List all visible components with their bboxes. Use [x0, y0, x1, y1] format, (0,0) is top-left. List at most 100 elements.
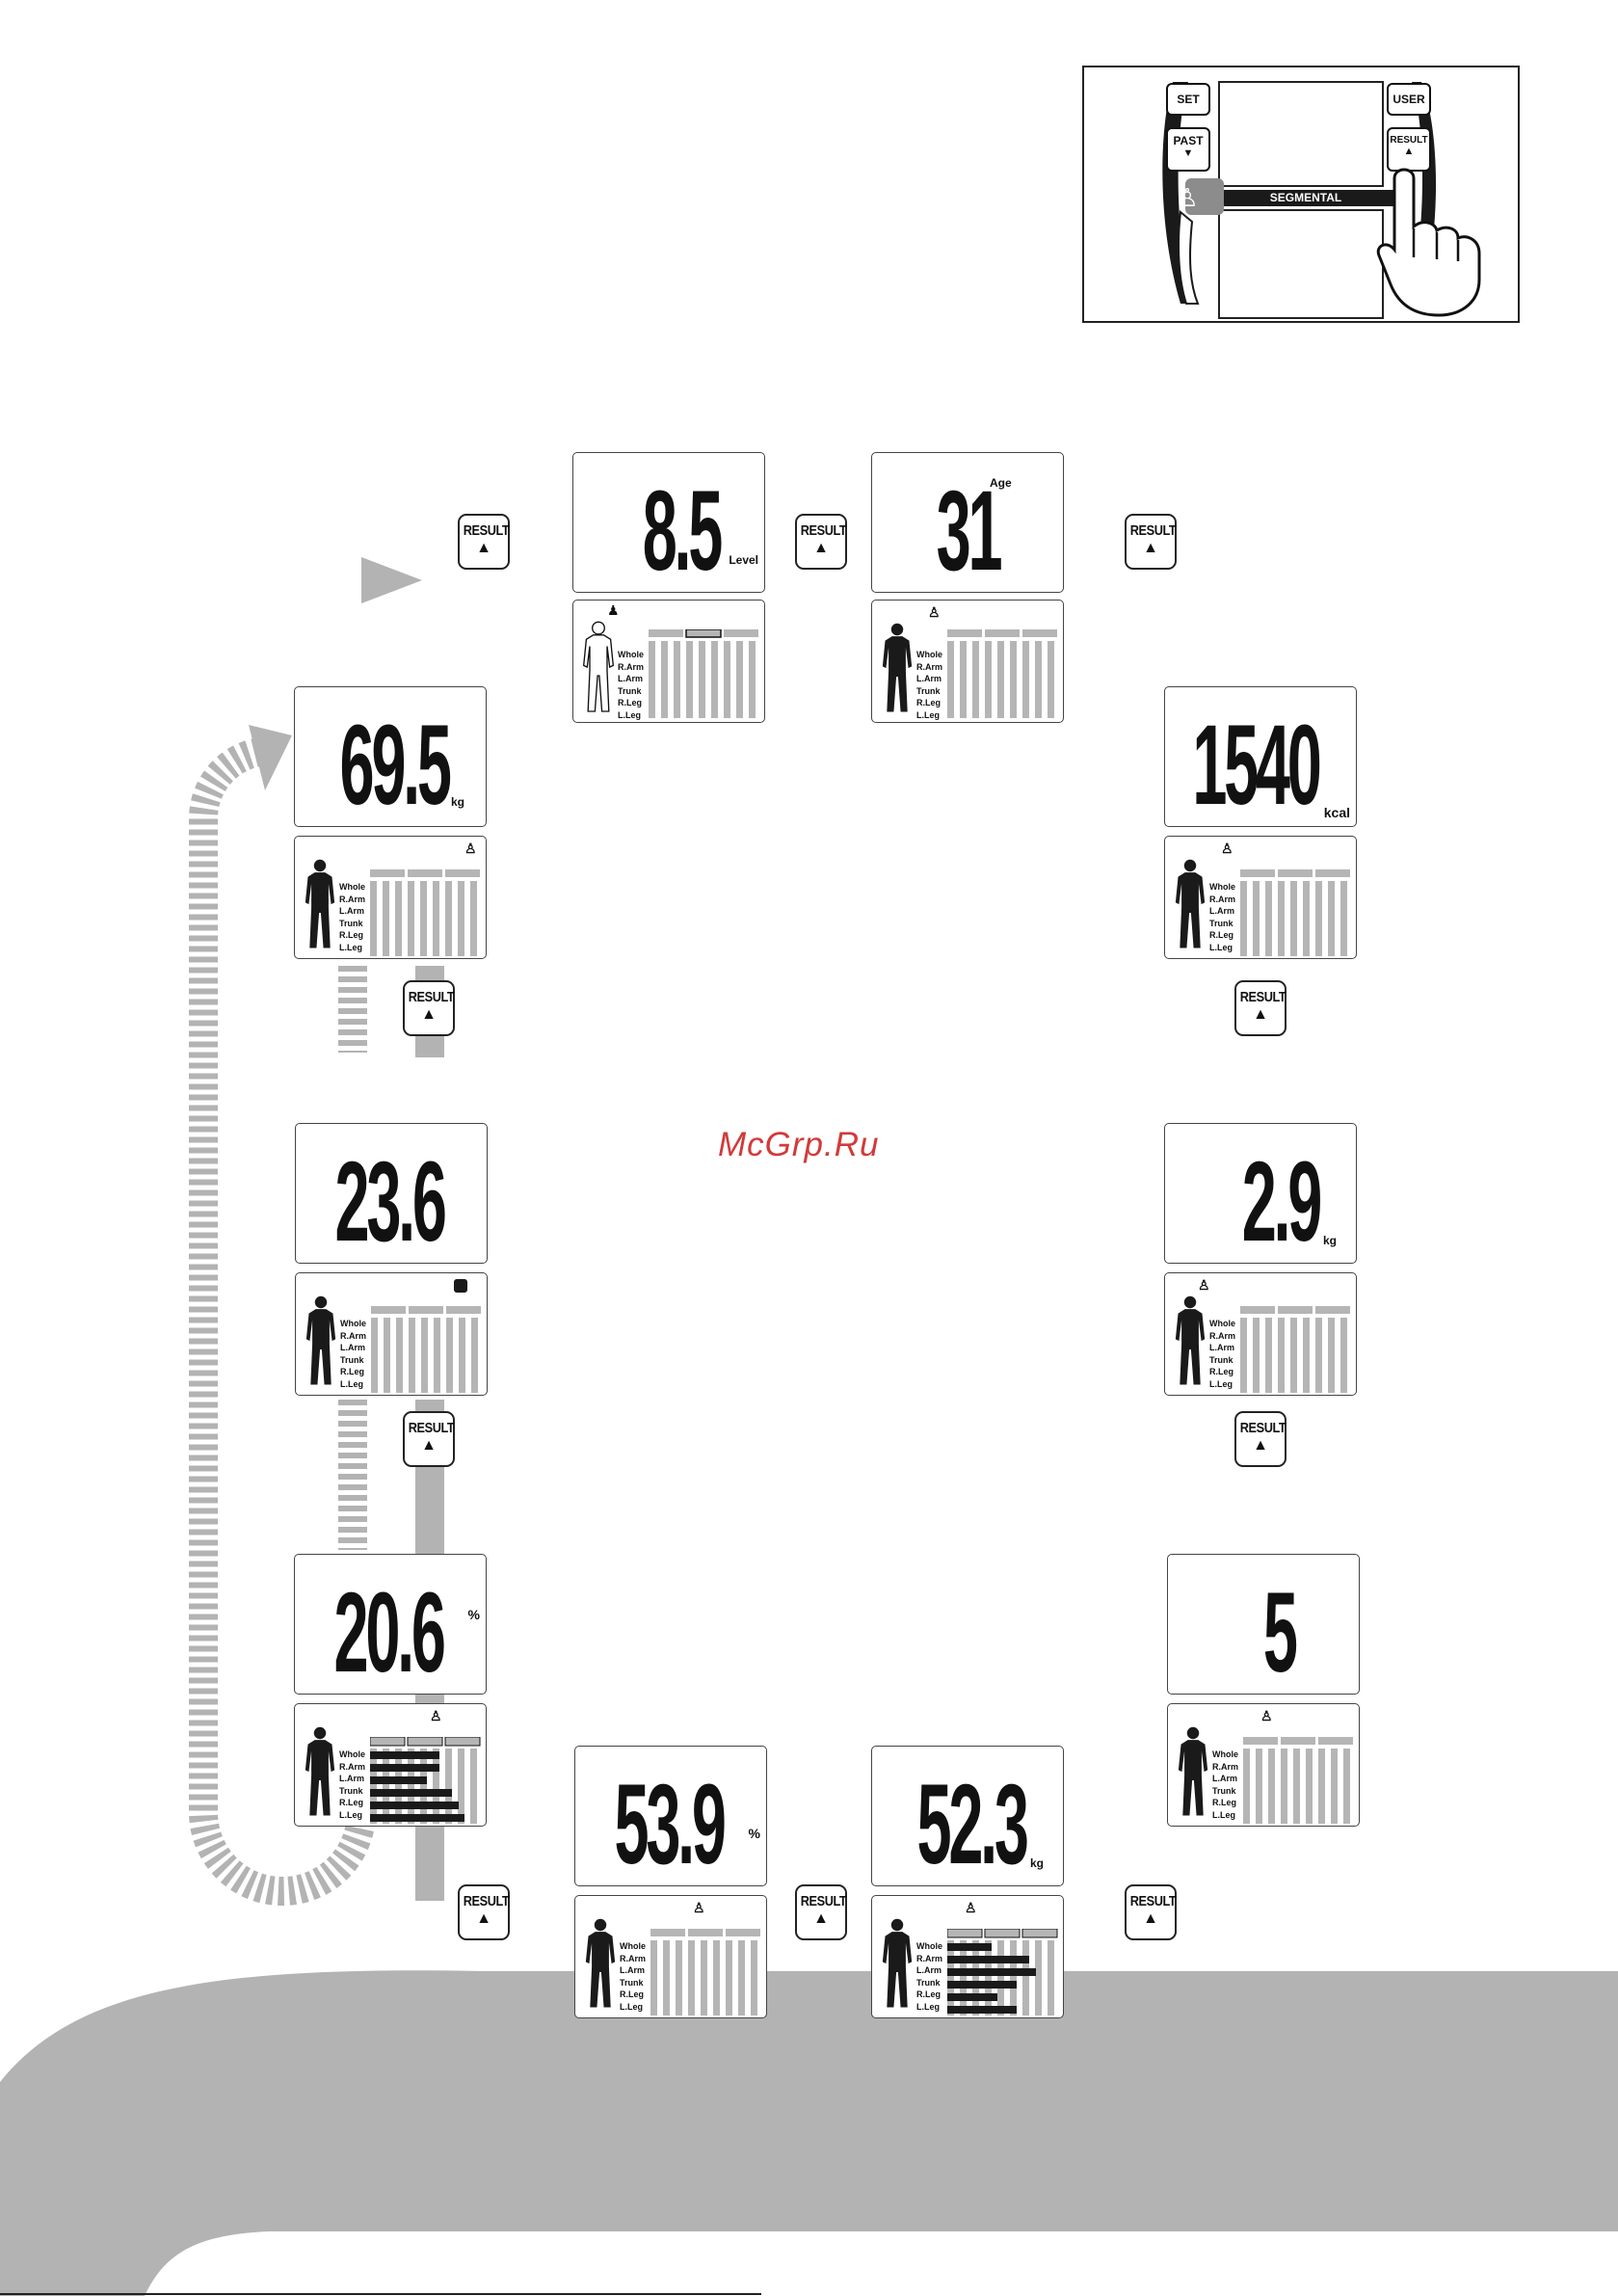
display-age-value: Age 31	[871, 452, 1064, 593]
body-icon	[1173, 858, 1207, 952]
display-bmr-value: 1540 kcal	[1164, 686, 1357, 827]
watermark-text: McGrp.Ru	[718, 1126, 880, 1163]
up-arrow-icon: ▲	[1143, 540, 1158, 556]
segment-bars	[649, 629, 758, 718]
result-button-9[interactable]: RESULT▲	[795, 1884, 847, 1940]
up-arrow-icon: ▲	[1253, 1437, 1268, 1454]
segment-bars-filled	[370, 1737, 481, 1824]
display-muscle-value: 52.3 kg	[871, 1746, 1064, 1886]
body-icon	[880, 1917, 915, 2012]
result-button-2[interactable]: RESULT▲	[795, 514, 847, 570]
muscle-value: 52.3	[916, 1761, 1029, 1888]
result-label: RESULT	[408, 989, 455, 1005]
muscle-icon: ♙	[965, 1900, 977, 1915]
fat-unit: %	[467, 1607, 480, 1622]
age-unit: Age	[990, 476, 1012, 490]
result-label: RESULT	[1239, 989, 1286, 1005]
display-bmi-value: 23.6	[295, 1123, 488, 1264]
control-panel-illustration: SET PAST ▼ ♙ USER RESULT ▲ SEGMENTAL	[1082, 66, 1520, 323]
display-fat-value: 20.6 %	[294, 1554, 487, 1695]
visceral-unit: Level	[729, 553, 758, 567]
body-outline-icon	[581, 620, 616, 716]
segment-bars	[371, 1306, 481, 1393]
body-icon	[1176, 1725, 1210, 1820]
bmr-value: 1540	[1192, 702, 1322, 829]
set-button[interactable]: SET	[1166, 83, 1210, 116]
result-label: RESULT	[1129, 1893, 1177, 1909]
up-arrow-icon: ▲	[1403, 146, 1415, 157]
body-icon	[304, 1295, 338, 1389]
segment-bars-filled	[947, 1929, 1058, 2016]
bmi-value: 23.6	[334, 1138, 447, 1266]
up-arrow-icon: ▲	[813, 1910, 829, 1927]
result-label: RESULT	[800, 522, 847, 539]
body-icon	[1173, 1295, 1207, 1389]
age-value: 31	[936, 467, 1002, 595]
display-water-value: 53.9 %	[574, 1746, 767, 1886]
segment-bars	[370, 869, 480, 956]
weight-unit: kg	[450, 795, 464, 809]
result-label: RESULT	[463, 1893, 510, 1909]
result-button-6[interactable]: RESULT▲	[403, 1411, 455, 1467]
bone-value: 2.9	[1241, 1138, 1323, 1266]
segment-bars	[947, 629, 1057, 718]
segment-bars	[1240, 1306, 1350, 1393]
segmental-label: SEGMENTAL	[1269, 191, 1342, 204]
bone-icon: ♙	[1198, 1277, 1210, 1293]
result-button-7[interactable]: RESULT▲	[1234, 1411, 1286, 1467]
up-arrow-icon: ▲	[1143, 1910, 1158, 1927]
past-label: PAST	[1173, 134, 1204, 147]
down-arrow-icon: ▼	[1182, 147, 1194, 159]
result-button-8[interactable]: RESULT▲	[458, 1884, 510, 1940]
result-label: RESULT	[1390, 135, 1428, 146]
result-button-10[interactable]: RESULT▲	[1125, 1884, 1177, 1940]
bmr-unit: kcal	[1323, 805, 1350, 820]
muscle-unit: kg	[1029, 1856, 1044, 1870]
water-icon: ♙	[693, 1900, 705, 1915]
physique-value: 5	[1263, 1569, 1298, 1696]
result-label: RESULT	[1129, 522, 1177, 539]
fat-value: 20.6	[333, 1569, 446, 1696]
display-weight-value: 69.5 kg	[294, 686, 487, 827]
result-button-1[interactable]: RESULT▲	[458, 514, 510, 570]
body-icon	[583, 1917, 618, 2012]
water-unit: %	[748, 1826, 760, 1841]
person-icon: ♙	[928, 604, 941, 620]
segment-bars	[1243, 1737, 1353, 1824]
bone-unit: kg	[1322, 1234, 1337, 1247]
water-value: 53.9	[614, 1761, 727, 1888]
result-button-3[interactable]: RESULT▲	[1125, 514, 1177, 570]
weight-value: 69.5	[339, 702, 452, 829]
segmental-icon[interactable]: ♙	[1176, 183, 1199, 212]
fat-icon: ♙	[430, 1708, 442, 1723]
pointing-hand-icon	[1376, 168, 1481, 317]
result-button-4[interactable]: RESULT▲	[403, 980, 455, 1036]
display-physique-value: 5	[1167, 1554, 1360, 1695]
result-label: RESULT	[1239, 1420, 1286, 1436]
body-icon	[880, 622, 915, 716]
past-button[interactable]: PAST ▼	[1166, 127, 1210, 172]
up-arrow-icon: ▲	[476, 540, 491, 556]
result-button-5[interactable]: RESULT▲	[1234, 980, 1286, 1036]
visceral-icon: ♟	[607, 602, 620, 618]
user-button[interactable]: USER	[1387, 83, 1431, 116]
result-label: RESULT	[408, 1420, 455, 1436]
